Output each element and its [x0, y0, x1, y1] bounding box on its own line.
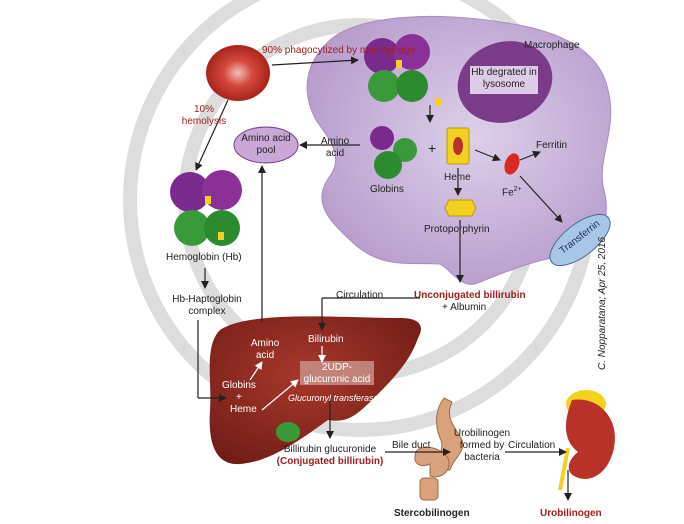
- unconjugated-bilirubin-label: Unconjugated billirubin: [414, 290, 526, 302]
- phagocytized-label: 90% phagocytized by macrophage: [262, 45, 380, 57]
- conjugated-bilirubin-label: (Conjugated billirubin): [262, 456, 398, 468]
- amino-acid-pool-label: Amino acid pool: [240, 133, 292, 157]
- liver-globins-label: Globins: [222, 380, 256, 392]
- liver-amino-acid-label: Amino acid: [248, 338, 282, 362]
- fe-label: Fe2+: [502, 184, 522, 199]
- bile-duct-label: Bile duct: [392, 440, 430, 452]
- urobilinogen-formed-label: Urobilinogen formed by bacteria: [452, 428, 512, 464]
- fe-charge: 2+: [514, 186, 522, 193]
- protoporphyrin-shape: [445, 200, 476, 216]
- circulation-label-2: Circulation: [508, 440, 555, 452]
- liver-plus-sign: +: [236, 392, 242, 404]
- liver-heme-label: Heme: [230, 404, 257, 416]
- urobilinogen-label: Urobilinogen: [540, 508, 602, 520]
- gallbladder: [276, 422, 300, 442]
- hemoglobin-molecule-free: [170, 170, 242, 246]
- haptoglobin-label: Hb-Haptoglobin complex: [166, 294, 248, 318]
- macrophage-plus-sign: +: [428, 142, 436, 154]
- udp-glucuronic-label: 2UDP-glucuronic acid: [300, 362, 374, 386]
- author-credit: C. Nopparatana; Apr 25, 2016: [597, 237, 608, 370]
- circulation-label-1: Circulation: [336, 290, 383, 302]
- lysosome-label: Hb degrated in lysosome: [470, 67, 538, 91]
- heme-iron: [453, 137, 463, 155]
- bilirubin-glucuronide-label: Billirubin glucuronide: [268, 444, 392, 456]
- hemoglobin-label: Hemoglobin (Hb): [166, 252, 242, 264]
- glucuronyl-transferase-label: Glucuronyl transferase: [288, 392, 379, 404]
- ferritin-label: Ferritin: [536, 140, 567, 152]
- macrophage-amino-acid-label: Amino acid: [318, 136, 352, 160]
- stercobilinogen-label: Stercobilinogen: [394, 508, 470, 520]
- albumin-label: + Albumin: [442, 302, 486, 314]
- hemolysis-label: 10% hemolysis: [178, 104, 230, 128]
- heme-label: Heme: [444, 172, 471, 184]
- protoporphyrin-label: Protoporphyrin: [424, 224, 490, 236]
- globins-label: Globins: [370, 184, 404, 196]
- liver-bilirubin-label: Bilirubin: [308, 334, 344, 346]
- red-blood-cell: [206, 45, 270, 101]
- macrophage-title: Macrophage: [524, 40, 580, 52]
